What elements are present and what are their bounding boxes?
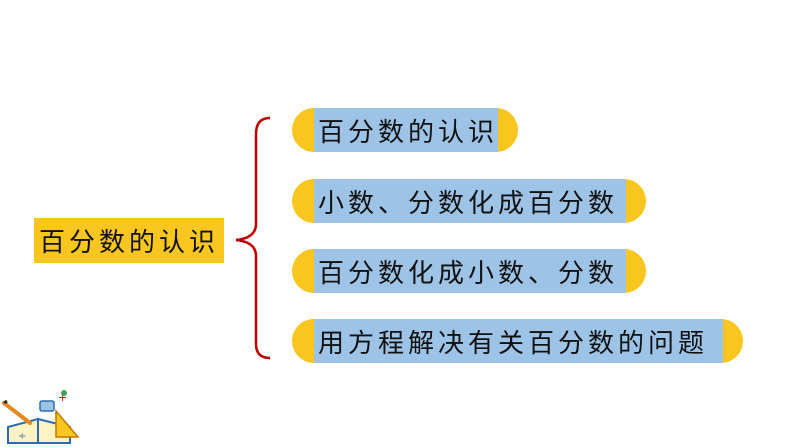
branch-node-3: 百分数化成小数、分数: [292, 249, 646, 293]
branch-label-1: 百分数的认识: [314, 108, 498, 152]
school-supplies-icon: + ÷: [2, 390, 80, 444]
branch-label-4: 用方程解决有关百分数的问题: [314, 319, 723, 363]
branch-label-2: 小数、分数化成百分数: [314, 179, 626, 223]
branch-node-1: 百分数的认识: [292, 108, 518, 152]
branch-node-4: 用方程解决有关百分数的问题: [292, 319, 743, 363]
root-topic: 百分数的认识: [34, 218, 224, 263]
svg-text:÷: ÷: [18, 431, 26, 442]
root-topic-label: 百分数的认识: [38, 228, 219, 258]
branch-node-2: 小数、分数化成百分数: [292, 179, 646, 223]
svg-text:+: +: [58, 391, 67, 404]
branch-label-3: 百分数化成小数、分数: [314, 249, 626, 293]
